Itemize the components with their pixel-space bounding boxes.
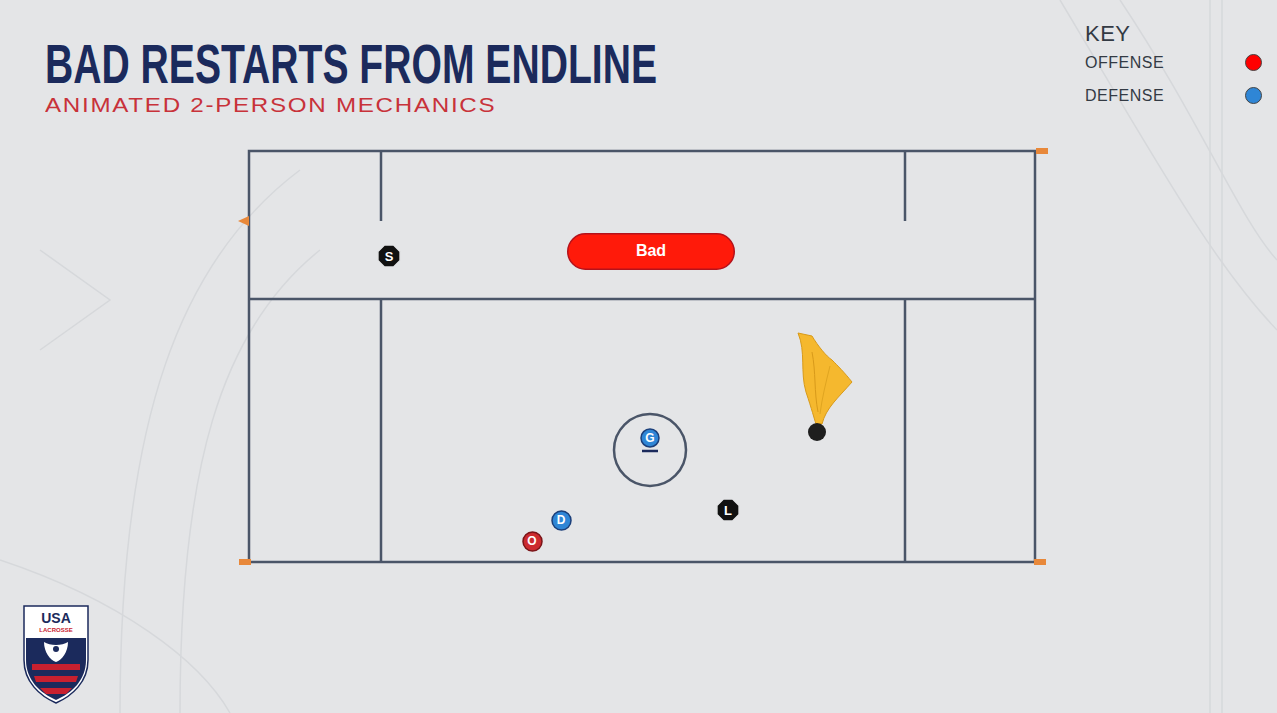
legend-label: OFFENSE <box>1085 54 1164 71</box>
penalty-flag <box>798 333 852 441</box>
node-label: Bad <box>636 243 666 259</box>
corner-markers <box>238 148 1048 565</box>
node-label: S <box>385 250 394 263</box>
legend-label: DEFENSE <box>1085 87 1164 104</box>
official-marker: L <box>716 498 740 522</box>
field-lines <box>249 151 1035 562</box>
node-label: G <box>645 432 654 444</box>
slide-subtitle: ANIMATED 2-PERSON MECHANICS <box>45 94 496 115</box>
legend-swatch <box>1245 54 1262 71</box>
slide-title: BAD RESTARTS FROM ENDLINE <box>45 36 657 92</box>
legend-entry: DEFENSE <box>1085 87 1164 105</box>
logo-text: USA <box>41 611 71 625</box>
legend-swatch <box>1245 87 1262 104</box>
node-label: O <box>527 535 536 547</box>
usa-lacrosse-logo <box>24 606 88 703</box>
defense-player: D <box>551 510 572 531</box>
goal-line <box>642 450 658 453</box>
offense-player: O <box>522 531 543 552</box>
node-label: D <box>557 514 566 526</box>
legend-heading: KEY <box>1085 23 1131 45</box>
legend-entry: OFFENSE <box>1085 54 1164 72</box>
node-label: L <box>724 504 732 517</box>
official-marker: S <box>377 244 401 268</box>
logo-text: LACROSSE <box>39 627 72 633</box>
status-pill: Bad <box>567 233 735 270</box>
goalie-marker: G <box>640 428 660 448</box>
